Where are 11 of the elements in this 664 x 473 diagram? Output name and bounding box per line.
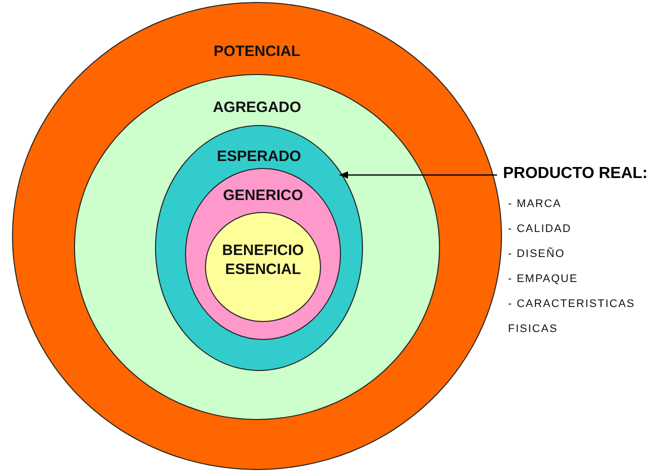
list-item: - MARCA [508, 198, 562, 210]
ring-label: POTENCIAL [212, 43, 302, 60]
list-item: - DISEÑO [508, 248, 565, 260]
ring-label: GENERICO [222, 187, 304, 204]
list-item: - CARACTERISTICAS FISICAS [508, 297, 636, 337]
ring-label: AGREGADO [212, 99, 302, 116]
list-item: - EMPAQUE [508, 273, 578, 285]
list-item: - CALIDAD [508, 223, 572, 235]
ring-label: BENEFICIO ESENCIAL [221, 241, 305, 279]
ring-label: ESPERADO [216, 148, 302, 165]
callout-heading: PRODUCTO REAL: [503, 165, 648, 183]
